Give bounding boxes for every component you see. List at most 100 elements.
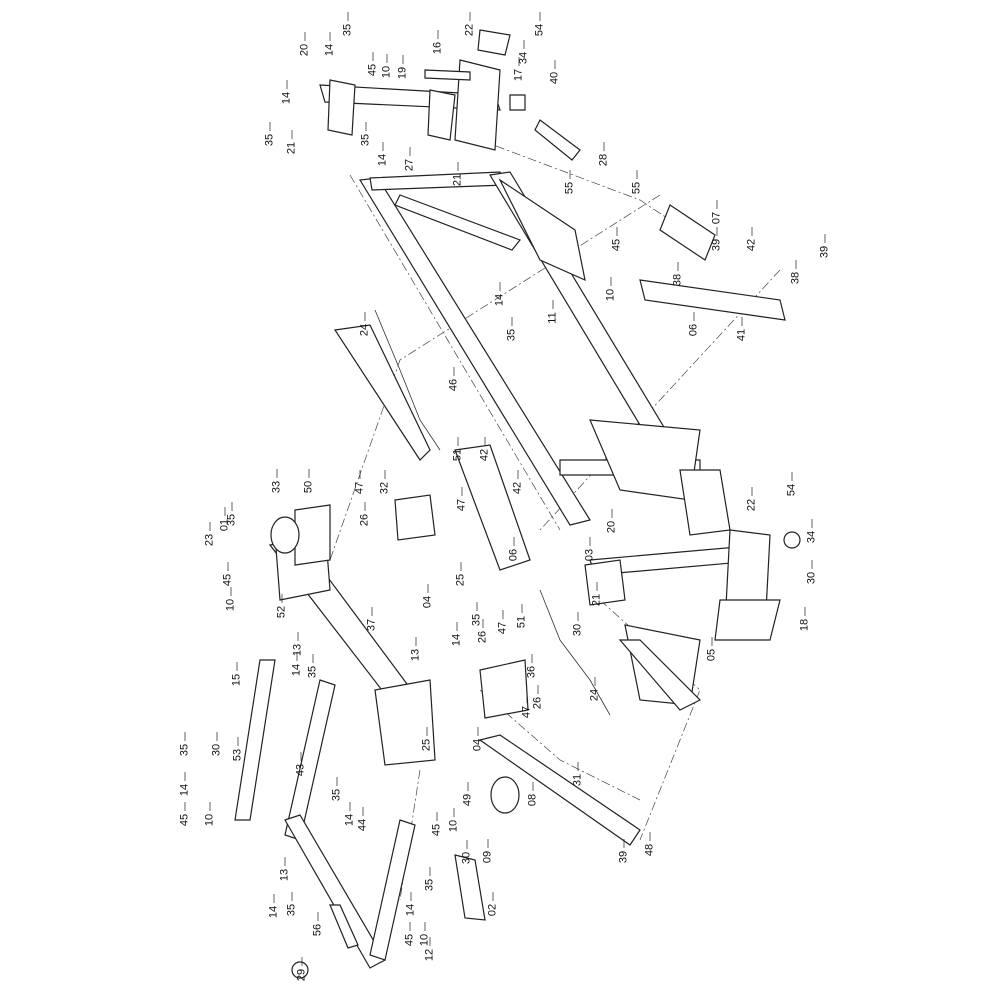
callout-label: 21	[590, 593, 603, 607]
callout-label: 45	[403, 933, 416, 947]
callout-label: 22	[463, 23, 476, 37]
cables	[374, 309, 611, 716]
callout-label: 10	[203, 813, 216, 827]
callout-label: 45	[430, 823, 443, 837]
callout-label: 46	[447, 378, 460, 392]
callout-label: 54	[533, 23, 546, 37]
callout-label: 48	[643, 843, 656, 857]
callout-label: 45	[221, 573, 234, 587]
callout-label: 07	[710, 211, 723, 225]
callout-label: 13	[409, 648, 422, 662]
callout-label: 47	[353, 481, 366, 495]
callout-label: 30	[571, 623, 584, 637]
right-pivot-frame	[584, 529, 801, 706]
callout-label: 35	[285, 903, 298, 917]
callout-label: 35	[359, 133, 372, 147]
callout-label: 30	[805, 571, 818, 585]
callout-label: 39	[818, 245, 831, 259]
callout-label: 13	[291, 643, 304, 657]
callout-label: 40	[548, 71, 561, 85]
callout-label: 35	[341, 23, 354, 37]
arms	[234, 639, 702, 979]
callout-label: 36	[525, 665, 538, 679]
callout-label: 45	[178, 813, 191, 827]
callout-label: 38	[789, 271, 802, 285]
callout-label: 39	[617, 850, 630, 864]
callout-label: 15	[230, 673, 243, 687]
callout-label: 53	[231, 748, 244, 762]
callout-label: 23	[203, 533, 216, 547]
callout-label: 31	[571, 773, 584, 787]
callout-label: 35	[178, 743, 191, 757]
callout-label: 47	[455, 498, 468, 512]
callout-label: 42	[511, 481, 524, 495]
callout-label: 34	[517, 51, 530, 65]
callout-label: 14	[267, 905, 280, 919]
callout-label: 35	[505, 328, 518, 342]
callout-label: 34	[805, 530, 818, 544]
callout-label: 18	[798, 618, 811, 632]
callout-label: 27	[403, 158, 416, 172]
callout-label: 14	[323, 43, 336, 57]
callout-label: 52	[275, 605, 288, 619]
callout-label: 35	[470, 613, 483, 627]
callout-label: 11	[546, 312, 559, 324]
callout-label: 10	[447, 819, 460, 833]
callout-label: 38	[671, 273, 684, 287]
callout-label: 35	[330, 788, 343, 802]
callout-label: 10	[380, 65, 393, 79]
callout-label: 55	[563, 181, 576, 195]
callout-label: 04	[421, 595, 434, 609]
callout-label: 14	[178, 783, 191, 797]
callout-label: 29	[295, 968, 308, 982]
callout-label: 56	[311, 923, 324, 937]
callout-label: 25	[454, 573, 467, 587]
top-pivot-frame	[319, 29, 581, 161]
callout-label: 44	[356, 818, 369, 832]
callout-label: 35	[306, 665, 319, 679]
callout-label: 21	[285, 141, 298, 155]
callout-label: 25	[420, 738, 433, 752]
callout-label: 37	[365, 618, 378, 632]
callout-label: 45	[366, 63, 379, 77]
callout-label: 21	[451, 173, 464, 187]
callout-label: 26	[531, 696, 544, 710]
callout-label: 06	[687, 323, 700, 337]
callout-label: 02	[486, 903, 499, 917]
callout-label: 51	[451, 448, 464, 462]
callout-label: 22	[745, 498, 758, 512]
callout-label: 04	[471, 738, 484, 752]
callout-label: 20	[605, 520, 618, 534]
callout-label: 55	[630, 181, 643, 195]
callout-label: 26	[476, 630, 489, 644]
callout-label: 10	[418, 933, 431, 947]
callout-label: 50	[302, 480, 315, 494]
callout-label: 30	[210, 743, 223, 757]
callout-label: 13	[278, 868, 291, 882]
callout-label: 14	[343, 813, 356, 827]
callout-label: 12	[423, 948, 436, 962]
callout-label: 47	[496, 621, 509, 635]
callout-label: 05	[705, 648, 718, 662]
callout-label: 26	[358, 513, 371, 527]
callout-label: 09	[481, 850, 494, 864]
callout-label: 08	[526, 793, 539, 807]
callout-label: 43	[294, 763, 307, 777]
callout-label: 19	[396, 66, 409, 80]
callout-label: 42	[745, 238, 758, 252]
callout-label: 10	[604, 288, 617, 302]
callout-label: 28	[597, 153, 610, 167]
axle-assembly	[268, 324, 531, 766]
callout-label: 24	[358, 323, 371, 337]
callout-label: 03	[583, 548, 596, 562]
callout-label: 14	[280, 91, 293, 105]
main-frame	[358, 171, 786, 536]
callout-label: 42	[478, 448, 491, 462]
callout-label: 35	[423, 878, 436, 892]
callout-label: 14	[493, 293, 506, 307]
callout-label: 24	[588, 688, 601, 702]
callout-label: 17	[512, 68, 525, 82]
callout-label: 35	[225, 513, 238, 527]
callout-label: 33	[270, 480, 283, 494]
